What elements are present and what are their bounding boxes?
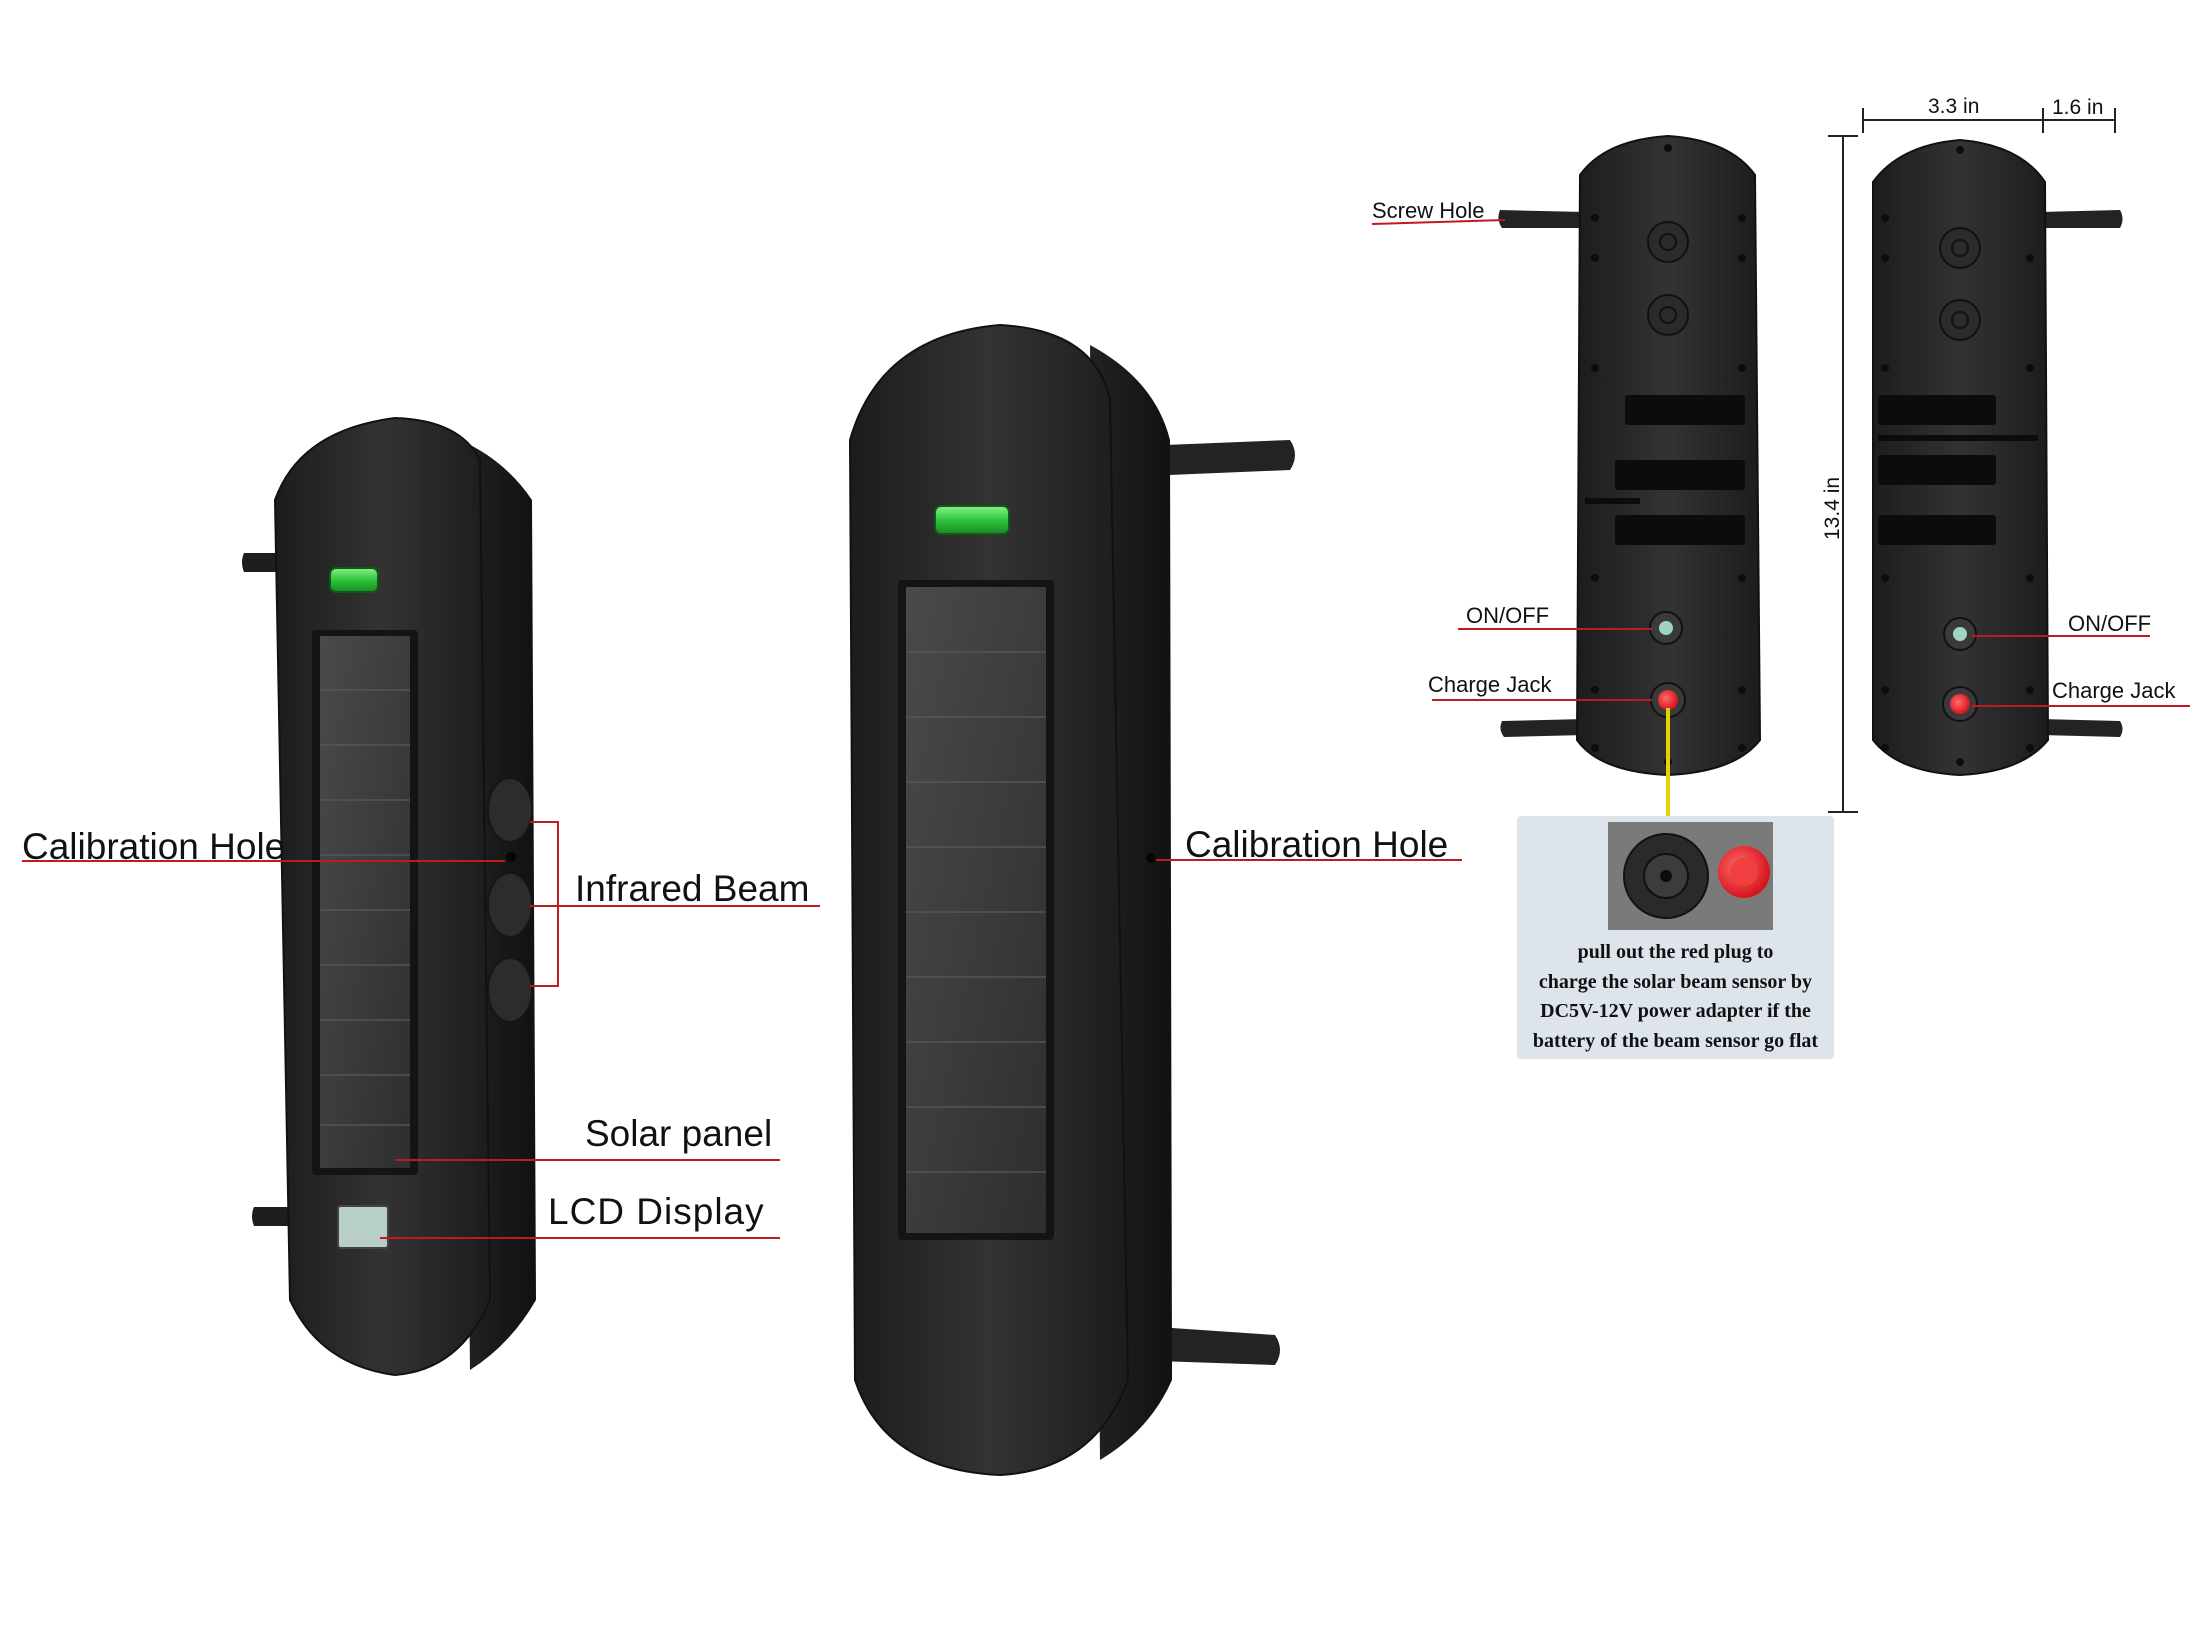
mount-boss-inner [1951, 311, 1969, 329]
mounting-bracket [2040, 210, 2123, 228]
bubble-level [934, 505, 1010, 535]
mount-boss-inner [1659, 306, 1677, 324]
sensor-back-left [1498, 134, 1762, 777]
lcd-display [337, 1205, 389, 1249]
sensor-front-large [848, 323, 1295, 1477]
dimension-lines [1828, 108, 2116, 813]
mount-boss [1647, 221, 1689, 263]
calibration-hole [506, 852, 516, 862]
screw-hole-label: Screw Hole [1372, 198, 1485, 223]
charge-note-line: charge the solar beam sensor by [1538, 970, 1813, 993]
solar-panel-grid [320, 689, 410, 1126]
mount-boss [1939, 227, 1981, 269]
dimension-height-label: 13.4 in [1821, 476, 1844, 540]
infrared-lens [487, 957, 533, 1023]
on-off-button-center [1953, 627, 1967, 641]
charge-jack-photo [1608, 822, 1773, 930]
sensor-back-body [1575, 134, 1762, 777]
charge-jack-label-right: Charge Jack [2052, 678, 2176, 703]
charge-note-line: pull out the red plug to [1577, 941, 1774, 963]
mounting-bracket [252, 1207, 294, 1226]
solar-panel-grid [906, 651, 1046, 1173]
lcd-display-label: LCD Display [548, 1191, 765, 1232]
infrared-lens [487, 872, 533, 938]
screw-holes [1591, 144, 1746, 766]
dimension-depth-label: 1.6 in [2052, 96, 2104, 119]
sensor-front-small [242, 416, 536, 1377]
dimension-width-label: 3.3 in [1928, 95, 1980, 118]
mounting-bracket [1500, 719, 1585, 737]
on-off-label-right: ON/OFF [2068, 611, 2152, 636]
mounting-bracket [2040, 719, 2123, 737]
on-off-label-left: ON/OFF [1466, 603, 1550, 628]
calibration-hole-label-left: Calibration Hole [22, 826, 286, 867]
mounting-bracket [1140, 440, 1295, 476]
solar-panel-cells [906, 587, 1046, 1233]
mount-boss [1647, 294, 1689, 336]
solar-panel-label: Solar panel [585, 1113, 773, 1154]
infrared-beam-label: Infrared Beam [575, 868, 810, 909]
sensor-back-right [1872, 138, 2123, 777]
solar-panel-cells [320, 636, 410, 1168]
charge-jack-plug [1950, 694, 1970, 714]
charge-note-line: battery of the beam sensor go flat [1532, 1029, 1819, 1052]
mount-boss [1939, 299, 1981, 341]
charge-note-line: DC5V-12V power adapter if the [1540, 1000, 1811, 1022]
leader-lines-back-left [1371, 219, 1652, 701]
bubble-level [329, 567, 379, 593]
leader-lines-small [22, 821, 820, 1239]
screw-hole-leader [1371, 219, 1506, 225]
mount-boss-inner [1659, 233, 1677, 251]
on-off-button-center [1659, 621, 1673, 635]
infrared-lens [487, 777, 533, 843]
mount-boss-inner [1951, 239, 1969, 257]
mounting-bracket [1498, 210, 1585, 228]
leader-lines-back-right [1972, 635, 2190, 707]
charge-jack-plug [1658, 690, 1678, 710]
charge-note: pull out the red plug to charge the sola… [1522, 938, 1829, 1056]
calibration-hole [1146, 853, 1156, 863]
screw-holes [1881, 146, 2034, 766]
charge-jack-label-left: Charge Jack [1428, 672, 1552, 697]
beam-emitters [1585, 395, 1745, 545]
infrared-beam-bracket [530, 821, 559, 987]
calibration-hole-label-right: Calibration Hole [1185, 824, 1449, 865]
beam-emitters [1878, 395, 2038, 545]
